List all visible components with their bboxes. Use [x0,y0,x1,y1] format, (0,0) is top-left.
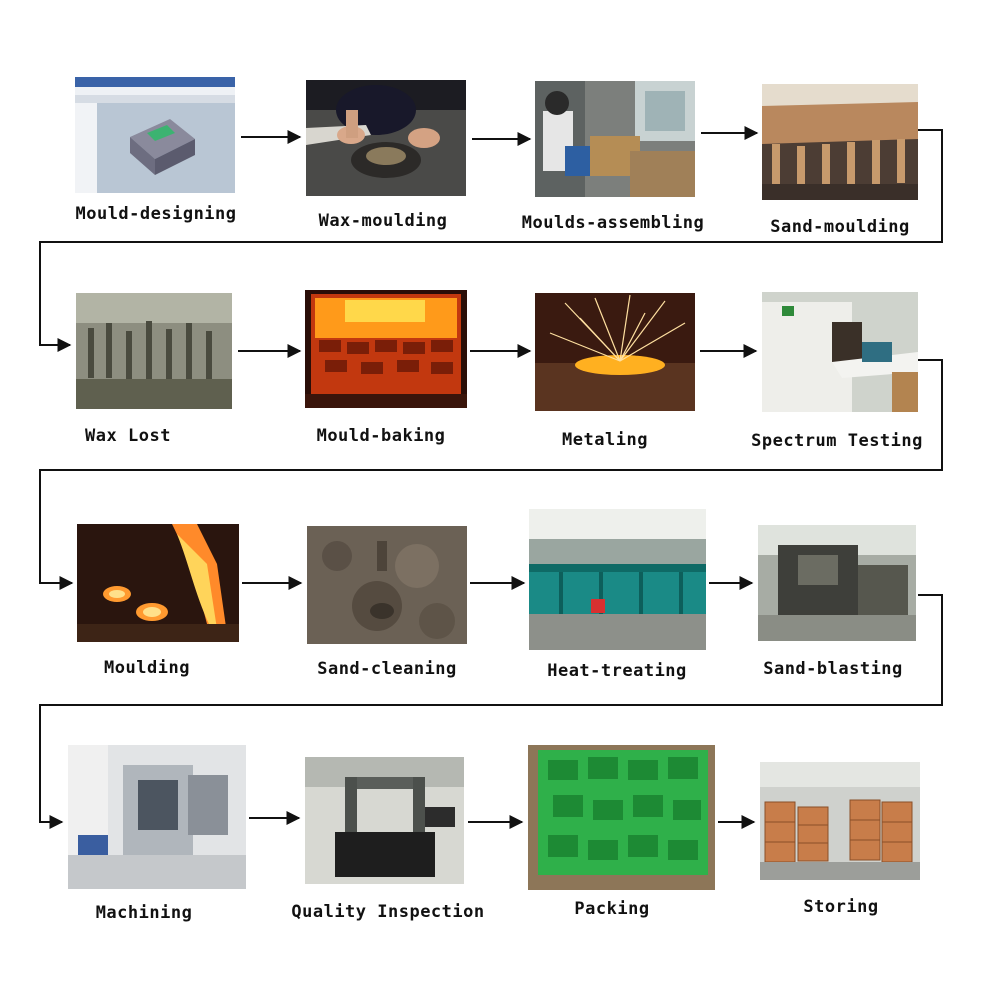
step-label-moulds-assembling: Moulds-assembling [521,213,705,233]
photo-mould-designing [75,77,235,193]
step-label-heat-treating: Heat-treating [547,661,687,681]
step-label-sand-blasting: Sand-blasting [763,659,903,679]
step-label-moulding: Moulding [104,658,190,678]
step-label-wax-moulding: Wax-moulding [318,211,448,231]
photo-sand-blasting [758,525,916,641]
photo-sand-cleaning [307,526,467,644]
step-label-machining: Machining [95,903,193,923]
step-label-sand-cleaning: Sand-cleaning [317,659,457,679]
photo-machining [68,745,246,889]
photo-moulds-assembling [535,81,695,197]
photo-metaling [535,293,695,411]
photo-storing [760,762,920,880]
photo-mould-baking [305,290,467,408]
step-label-storing: Storing [803,897,879,917]
photo-sand-moulding [762,84,918,200]
step-label-metaling: Metaling [562,430,648,450]
photo-quality-inspection [305,757,464,884]
photo-spectrum-testing [762,292,918,412]
photo-wax-moulding [306,80,466,196]
step-label-mould-designing: Mould-designing [75,204,237,224]
photo-moulding [77,524,239,642]
step-label-wax-lost: Wax Lost [85,426,171,446]
step-label-spectrum-testing: Spectrum Testing [751,431,923,451]
photo-wax-lost [76,293,232,409]
photo-packing [528,745,715,890]
step-label-quality-inspection: Quality Inspection [291,902,485,922]
step-label-packing: Packing [574,899,650,919]
photo-heat-treating [529,509,706,650]
step-label-sand-moulding: Sand-moulding [770,217,910,237]
step-label-mould-baking: Mould-baking [316,426,446,446]
